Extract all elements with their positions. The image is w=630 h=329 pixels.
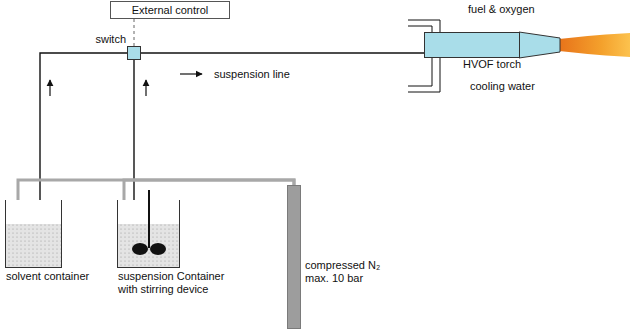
stirrer-blade [132,243,148,255]
flow-arrow [145,80,146,96]
control-box: External control [110,1,230,19]
solvent-liquid [6,224,61,267]
nitrogen-cylinder: compressed N₂ max. 10 bar [287,185,301,329]
supply-label: cooling water [470,80,535,93]
pipe-connector [124,180,294,200]
torch-nozzle [519,32,560,58]
pipe-connector [134,19,135,46]
pipe-connector [40,53,127,200]
node-label: HVOF torch [463,58,521,71]
pipe-connector [141,52,424,53]
cooling-line [408,58,440,92]
node-label: compressed N₂ max. 10 bar [305,259,391,285]
stirrer-rod [148,190,150,248]
stirrer-blade [150,243,166,255]
node-label: solvent container [6,270,89,283]
cooling-line [408,58,432,86]
flow-arrow [49,80,50,96]
suspension-container: suspension Container with stirring devic… [117,200,180,268]
hvof-torch: HVOF torch [424,32,520,58]
fuel-line [408,20,440,32]
node-label: suspension Container with stirring devic… [118,270,230,296]
node-label: External control [111,4,229,17]
flow-arrow [180,73,202,74]
line-label: suspension line [212,68,292,81]
pipe-connector [18,180,294,200]
switch-valve: switch [127,46,141,60]
spray-flame [559,33,630,57]
solvent-container: solvent container [5,200,62,268]
node-label: switch [95,33,126,46]
supply-label: fuel & oxygen [468,3,535,16]
